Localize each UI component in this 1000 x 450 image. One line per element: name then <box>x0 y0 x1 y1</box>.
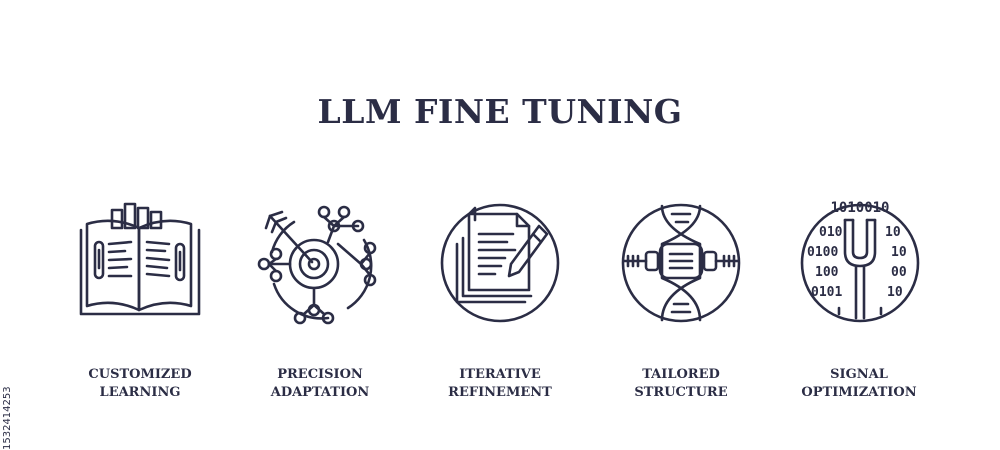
binary-left-3: 0101 <box>811 285 842 300</box>
label-line2: OPTIMIZATION <box>801 385 917 400</box>
open-book-icon <box>75 198 205 328</box>
label-iterative-refinement: ITERATIVE REFINEMENT <box>410 366 590 402</box>
binary-right-0: 10 <box>885 225 901 240</box>
binary-tuning-fork-icon: 1010010 010 0100 100 0101 10 10 00 10 <box>795 198 925 328</box>
page-title: LLM FINE TUNING <box>317 92 683 131</box>
binary-right-1: 10 <box>891 245 907 260</box>
binary-left-1: 0100 <box>807 245 838 260</box>
binary-right-2: 00 <box>891 265 907 280</box>
label-line1: SIGNAL <box>830 367 888 382</box>
stock-id: 1532414253 <box>2 386 13 450</box>
label-line1: ITERATIVE <box>459 367 541 382</box>
label-line1: TAILORED <box>642 367 720 382</box>
label-line2: REFINEMENT <box>448 385 552 400</box>
label-line2: ADAPTATION <box>270 385 370 400</box>
label-line2: LEARNING <box>99 385 181 400</box>
label-customized-learning: CUSTOMIZED LEARNING <box>50 366 230 402</box>
binary-right-3: 10 <box>887 285 903 300</box>
document-pen-icon <box>435 198 565 328</box>
label-precision-adaptation: PRECISION ADAPTATION <box>230 366 410 402</box>
label-line2: STRUCTURE <box>634 385 728 400</box>
dna-helix-icon <box>616 198 746 328</box>
target-network-icon <box>252 198 382 328</box>
binary-left-2: 100 <box>815 265 839 280</box>
label-line1: CUSTOMIZED <box>88 367 192 382</box>
label-line1: PRECISION <box>277 367 363 382</box>
label-tailored-structure: TAILORED STRUCTURE <box>591 366 771 402</box>
binary-top: 1010010 <box>830 200 889 216</box>
binary-left-0: 010 <box>819 225 843 240</box>
label-signal-optimization: SIGNAL OPTIMIZATION <box>769 366 949 402</box>
